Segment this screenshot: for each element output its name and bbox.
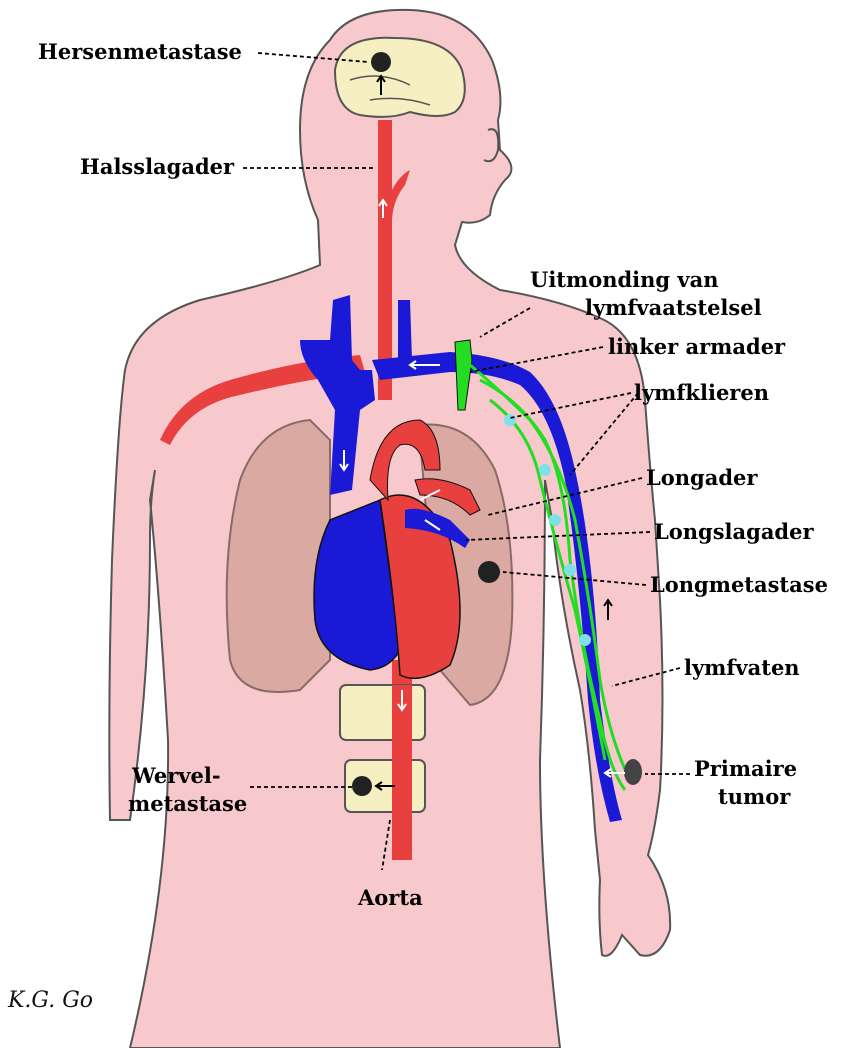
label-wervel-line2: metastase	[128, 792, 247, 816]
label-primaire-line2: tumor	[718, 785, 790, 809]
label-longslagader: Longslagader	[654, 520, 814, 544]
label-linker-armader: linker armader	[608, 335, 785, 359]
jugular-vein	[398, 300, 412, 360]
label-uitmonding-line1: Uitmonding van	[530, 268, 719, 292]
label-wervel-line1: Wervel-	[132, 764, 221, 788]
label-halsslagader: Halsslagader	[80, 155, 234, 179]
label-aorta: Aorta	[358, 886, 423, 910]
author-signature: K.G. Go	[8, 988, 93, 1013]
label-primaire-line1: Primaire	[694, 757, 797, 781]
brain-metastasis	[371, 52, 391, 72]
vertebra-upper	[340, 685, 425, 740]
lung-metastasis	[478, 561, 500, 583]
label-lymfvaten: lymfvaten	[684, 656, 800, 680]
primary-tumor	[624, 759, 642, 785]
label-longader: Longader	[646, 466, 757, 490]
label-longmetastase: Longmetastase	[650, 573, 828, 597]
spine-metastasis	[352, 776, 372, 796]
label-uitmonding-line2: lymfvaatstelsel	[585, 296, 762, 320]
label-hersenmetastase: Hersenmetastase	[38, 40, 242, 64]
brain	[335, 38, 465, 117]
label-lymfklieren: lymfklieren	[634, 381, 769, 405]
